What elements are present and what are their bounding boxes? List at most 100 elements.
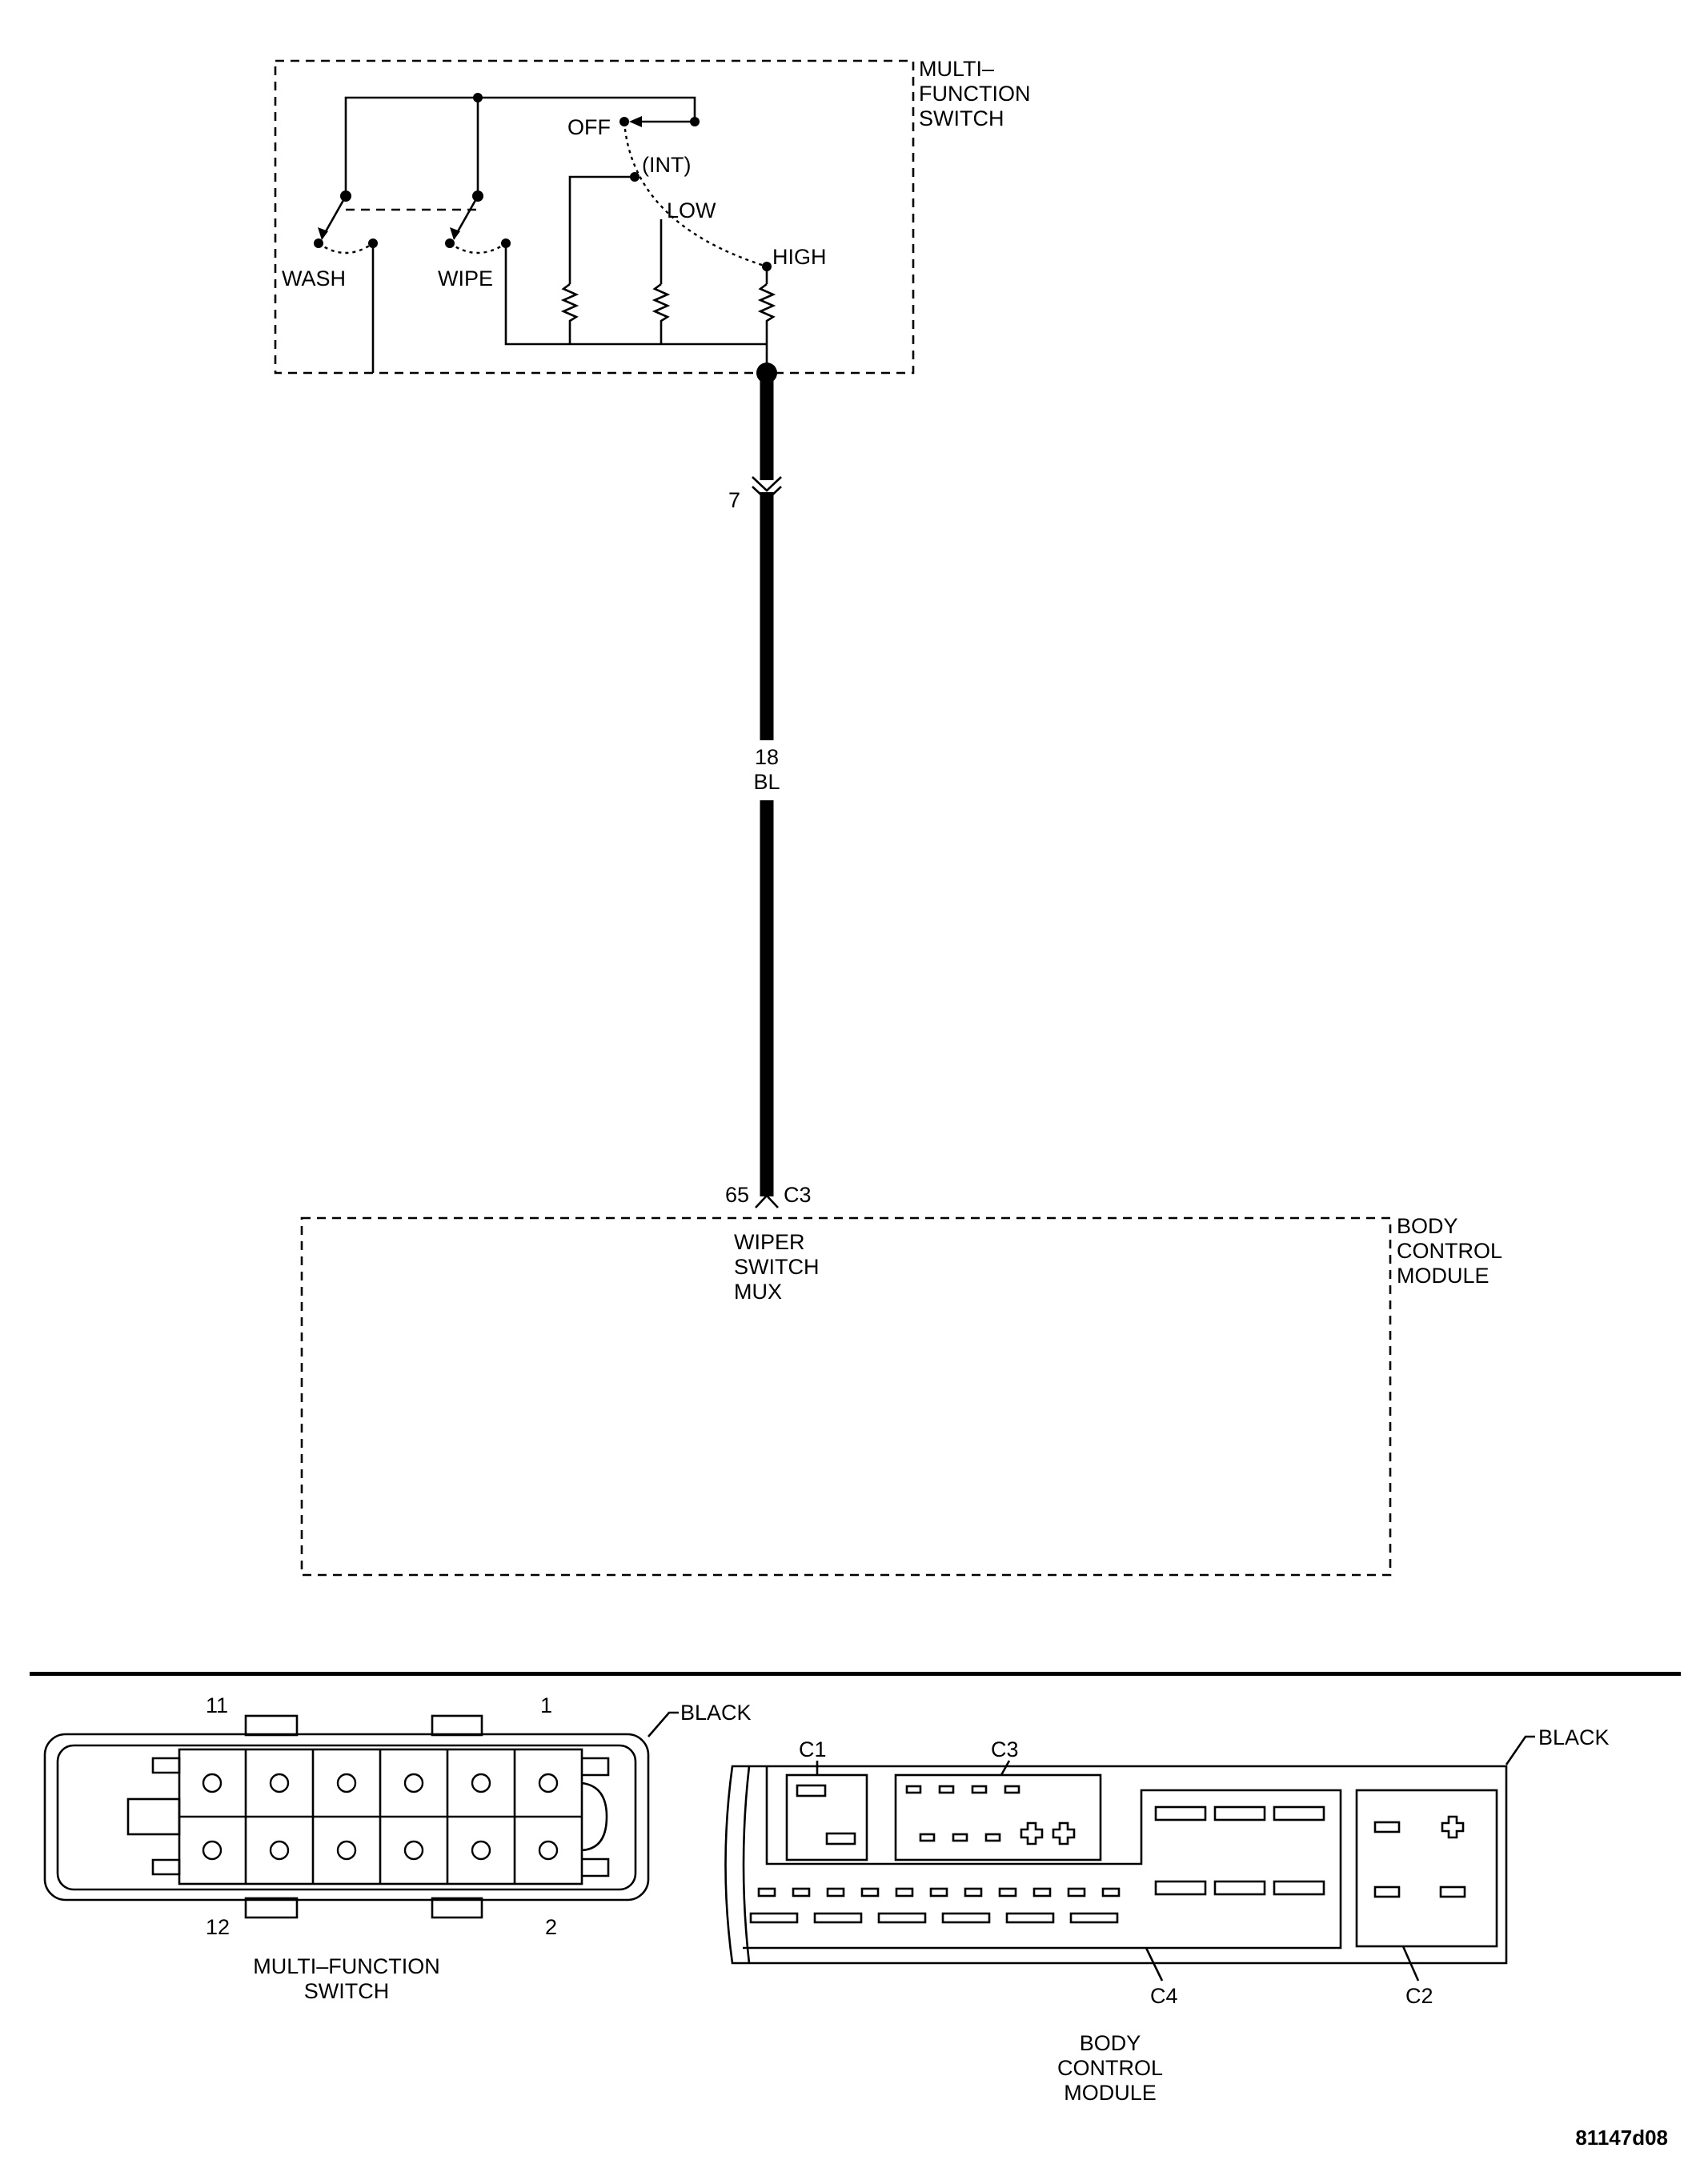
low-label: LOW	[667, 198, 716, 222]
bcm-housing-inner-edge	[742, 1765, 751, 1964]
mfs-color-leader	[648, 1711, 679, 1737]
bcm-c4-cavity	[1154, 1880, 1207, 1896]
bcm-c4-cavity	[1032, 1887, 1052, 1897]
wipe-output-wire	[504, 243, 767, 346]
int-resistor	[560, 283, 579, 344]
mfs-pin-label-2: 2	[545, 1915, 557, 1939]
bcm-c4-cavity	[1273, 1880, 1325, 1896]
mfs-connector-shell-inner	[56, 1744, 637, 1891]
mfs-cavity	[336, 1773, 357, 1793]
wash-switch-arrowhead	[318, 227, 328, 240]
bcm-c2-plus-cavity	[1441, 1815, 1465, 1839]
bcm-c4-cavity	[757, 1887, 776, 1897]
bcm-c1-cavity	[796, 1784, 827, 1797]
bcm-c4-outline	[743, 1766, 1342, 1950]
mfs-connector-latch-bottom-left	[244, 1897, 299, 1919]
off-arrowhead	[629, 116, 642, 127]
mfs-connector-keys-right	[582, 1757, 610, 1877]
bcm-function-line-3: MUX	[734, 1280, 782, 1304]
section-divider	[30, 1672, 1681, 1676]
bcm-c4-cavity	[1154, 1805, 1207, 1821]
high-label: HIGH	[772, 245, 827, 269]
bcm-c4-cavity	[1067, 1887, 1086, 1897]
wash-travel-arc	[318, 242, 374, 254]
bcm-c4-cavity	[826, 1887, 845, 1897]
bcm-c4-cavity	[964, 1887, 983, 1897]
mfs-connector-cavity-grid	[179, 1749, 582, 1884]
mfs-cavity	[269, 1773, 290, 1793]
bcm-c4-cavity	[792, 1887, 811, 1897]
bcm-c4-cavity	[1069, 1912, 1119, 1924]
off-label: OFF	[567, 115, 611, 139]
bcm-c1-connector	[785, 1773, 868, 1861]
bcm-c2-cavity	[1373, 1885, 1401, 1898]
multifunction-switch-name-line-1: MULTI–	[919, 57, 994, 81]
bcm-c4-cavity	[1213, 1805, 1266, 1821]
inline-connector-pin: 7	[728, 488, 740, 512]
bcm-function-line-2: SWITCH	[734, 1255, 819, 1279]
bcm-c3-cavity	[1004, 1785, 1020, 1794]
bcm-c4-cavity	[877, 1912, 927, 1924]
bcm-c2-cavity	[1373, 1821, 1401, 1833]
mfs-cavity	[403, 1773, 424, 1793]
bcm-caption-line-2: CONTROL	[1057, 2056, 1163, 2080]
bcm-c2-label: C2	[1405, 1984, 1433, 2008]
bcm-c3-leader	[1000, 1760, 1011, 1776]
mfs-connector-key-left	[126, 1797, 181, 1836]
multifunction-switch-name-line-2: FUNCTION	[919, 82, 1030, 106]
bcm-c3-cavity	[984, 1833, 1001, 1842]
bcm-c4-leader	[1145, 1947, 1164, 1982]
mfs-cavity	[403, 1840, 424, 1861]
mfs-connector-shell	[43, 1733, 650, 1901]
int-label: (INT)	[642, 153, 691, 177]
mfs-cavity	[471, 1840, 491, 1861]
bcm-color-leader	[1505, 1735, 1535, 1765]
bcm-connector-id: C3	[784, 1183, 812, 1207]
mfs-caption-line-2: SWITCH	[304, 1979, 389, 2003]
wiper-mode-selection-arc	[623, 121, 768, 268]
bcm-c4-cavity	[895, 1887, 914, 1897]
bcm-c4-cavity	[1005, 1912, 1055, 1924]
mfs-cavity	[471, 1773, 491, 1793]
mfs-pin-label-11: 11	[206, 1693, 228, 1717]
mfs-cavity	[202, 1773, 223, 1793]
high-resistor	[757, 283, 776, 373]
bcm-c3-cavity	[952, 1833, 968, 1842]
mfs-cavity	[538, 1840, 559, 1861]
bcm-name-line-3: MODULE	[1397, 1264, 1489, 1288]
mfs-connector-latch-bottom-right	[431, 1897, 483, 1919]
low-resistor	[652, 283, 671, 344]
bcm-c4-cavity	[749, 1912, 799, 1924]
bcm-c4-cavity	[1273, 1805, 1325, 1821]
bcm-name-line-1: BODY	[1397, 1214, 1458, 1238]
bcm-c4-label: C4	[1150, 1984, 1178, 2008]
wipe-label: WIPE	[438, 266, 493, 291]
bcm-c4-cavity	[813, 1912, 863, 1924]
body-control-module-boundary	[300, 1216, 1392, 1577]
mfs-connector-latch-top-right	[431, 1714, 483, 1737]
bcm-c3-cavity	[938, 1785, 955, 1794]
body-control-module-schematic: WIPER SWITCH MUX BODY CONTROL MODULE	[300, 1214, 1502, 1577]
mfs-pin-label-12: 12	[206, 1915, 230, 1939]
multifunction-switch-name-line-3: SWITCH	[919, 106, 1004, 130]
bcm-caption-line-1: BODY	[1080, 2031, 1141, 2055]
bcm-c4-cavity	[998, 1887, 1017, 1897]
multifunction-switch-boundary	[274, 59, 915, 375]
bcm-c3-label: C3	[991, 1737, 1019, 1761]
bcm-c4-cavity	[929, 1887, 948, 1897]
mfs-cavity	[538, 1773, 559, 1793]
bcm-c4-cavity	[860, 1887, 880, 1897]
mfs-connector-keys-left	[151, 1757, 181, 1876]
bcm-c3-connector	[894, 1773, 1102, 1861]
bcm-pin-terminal	[755, 1194, 779, 1208]
mfs-connector-latch-top-left	[244, 1714, 299, 1737]
bcm-c3-cavity	[971, 1785, 988, 1794]
bcm-caption-line-3: MODULE	[1064, 2081, 1157, 2105]
bcm-c4-cavity	[1101, 1887, 1121, 1897]
bcm-name-line-2: CONTROL	[1397, 1239, 1502, 1263]
bcm-c2-connector	[1355, 1789, 1498, 1948]
wire-gauge-label: 18	[755, 745, 779, 769]
bcm-connector-view: C1 C3 BLACK C4 C2 BODY CONTROL MODULE	[724, 1725, 1610, 2105]
bcm-c2-leader	[1401, 1946, 1420, 1982]
